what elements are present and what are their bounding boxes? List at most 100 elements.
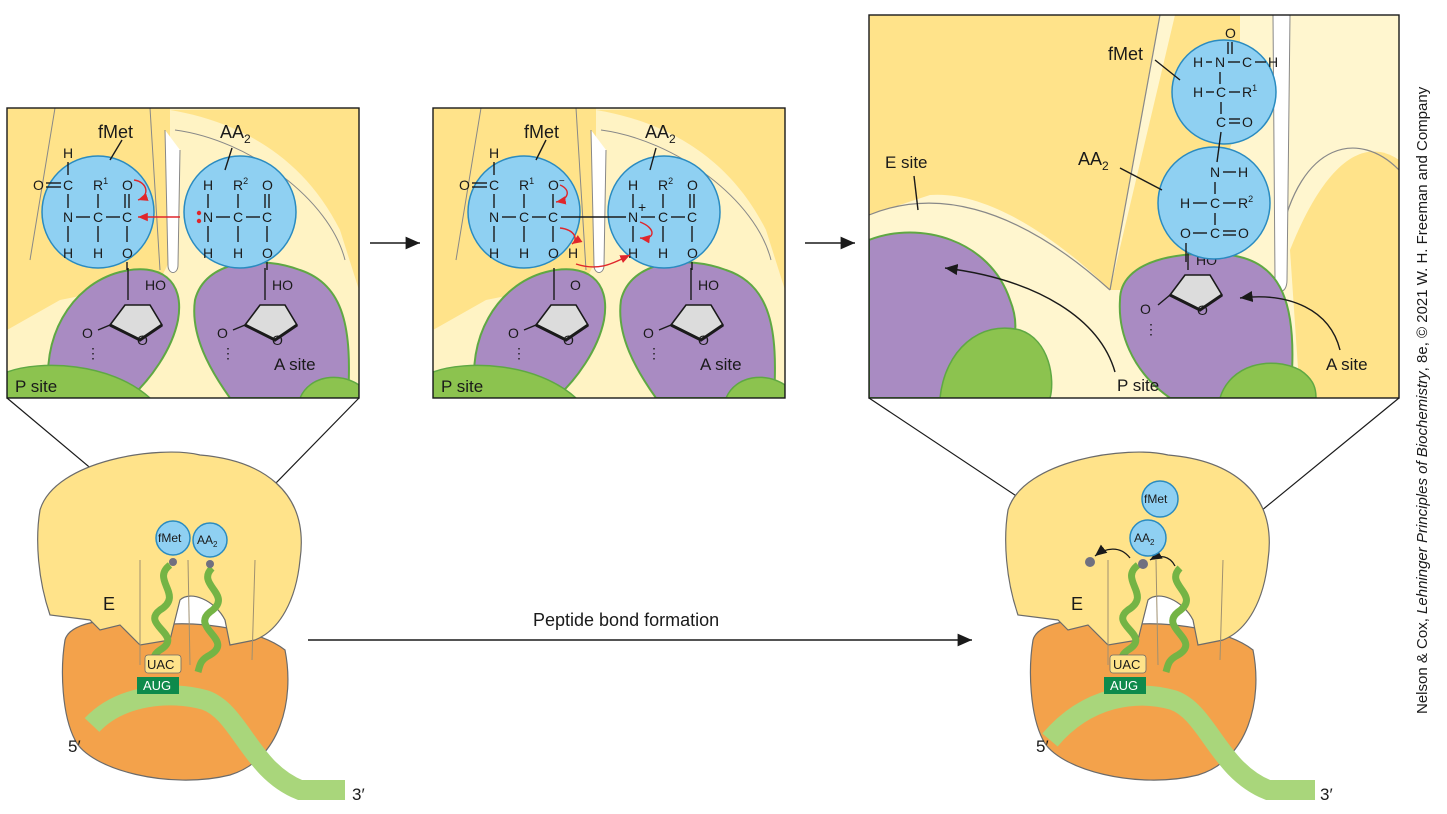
svg-text:H: H xyxy=(628,177,638,193)
svg-text:O: O xyxy=(563,332,574,348)
svg-text:C: C xyxy=(548,209,558,225)
svg-text:C: C xyxy=(1216,114,1226,130)
aa2-structure: H N C C H R2 H O O xyxy=(196,147,273,270)
svg-text:O: O xyxy=(262,177,273,193)
five-prime-label: 5′ xyxy=(1036,737,1049,756)
svg-text:⋮: ⋮ xyxy=(86,345,100,361)
svg-text:H: H xyxy=(93,245,103,261)
svg-text:N: N xyxy=(628,209,638,225)
svg-text:H: H xyxy=(1193,84,1203,100)
svg-text:C: C xyxy=(93,209,103,225)
aa2-ball xyxy=(183,155,297,269)
p-site-trna-region xyxy=(1118,252,1294,398)
fmet-ball xyxy=(467,155,581,269)
three-prime-label: 3′ xyxy=(352,785,365,804)
svg-text:H: H xyxy=(1268,54,1278,70)
aa2-ball-small xyxy=(192,522,228,558)
three-prime-label: 3′ xyxy=(1320,785,1333,804)
svg-text:O: O xyxy=(262,245,273,261)
svg-text:H: H xyxy=(519,245,529,261)
codon-label: AUG xyxy=(143,678,171,693)
svg-text:O: O xyxy=(82,325,93,341)
a-site-label: A site xyxy=(1326,355,1368,374)
svg-text:O: O xyxy=(1242,114,1253,130)
svg-text:C: C xyxy=(1216,84,1226,100)
fmet-ball-small xyxy=(1141,480,1179,518)
p-site-trna-region xyxy=(47,268,181,398)
p-site-label: P site xyxy=(15,377,57,396)
ribose-ring-icon: O HO O ⋮ xyxy=(217,268,299,361)
svg-text:O: O xyxy=(698,332,709,348)
panel-before: O HO O ⋮ O HO O ⋮ H O C xyxy=(7,108,359,398)
aa2-label: AA2 xyxy=(645,122,676,146)
p-site-label: P site xyxy=(1117,376,1159,395)
e-site-label: E site xyxy=(885,153,928,172)
svg-text:HO: HO xyxy=(145,277,166,293)
svg-text:N: N xyxy=(203,209,213,225)
svg-text:⋮: ⋮ xyxy=(647,345,661,361)
fmet-structure: H O C N C C H R1 H O O xyxy=(33,139,133,270)
svg-text:H: H xyxy=(1180,195,1190,211)
svg-text:C: C xyxy=(658,209,668,225)
svg-text:O: O xyxy=(122,177,133,193)
svg-text:O: O xyxy=(33,177,44,193)
fmet-ball xyxy=(1171,39,1277,145)
svg-text:H: H xyxy=(233,245,243,261)
peptide-bond-label: Peptide bond formation xyxy=(533,610,719,630)
e-site-letter: E xyxy=(103,594,115,614)
svg-text:+: + xyxy=(638,199,646,215)
svg-text:C: C xyxy=(233,209,243,225)
panel-intermediate-frame xyxy=(432,107,786,399)
svg-text:O: O xyxy=(1140,301,1151,317)
ribosome-right: fMet AA2 E UAC AUG 5′ 3′ xyxy=(1005,451,1333,804)
svg-text:C: C xyxy=(63,177,73,193)
svg-text:N: N xyxy=(1215,54,1225,70)
svg-text:O: O xyxy=(459,177,470,193)
a-site-label: A site xyxy=(274,355,316,374)
svg-text:⋮: ⋮ xyxy=(221,345,235,361)
aa2-ball-small xyxy=(1129,519,1167,557)
tetrahedral-intermediate: H O C N C C H R1 H O− O H H N xyxy=(459,139,698,270)
aa2-ball xyxy=(1157,146,1271,260)
svg-text:C: C xyxy=(519,209,529,225)
svg-text:H: H xyxy=(489,245,499,261)
svg-text:O: O xyxy=(272,332,283,348)
panel-before-frame xyxy=(6,107,360,399)
svg-text:N: N xyxy=(63,209,73,225)
svg-text:⋮: ⋮ xyxy=(512,345,526,361)
five-prime-label: 5′ xyxy=(68,737,81,756)
svg-text:O: O xyxy=(122,245,133,261)
codon-label: AUG xyxy=(1110,678,1138,693)
svg-text:O: O xyxy=(548,245,559,261)
ribose-ring-icon: O HO O ⋮ xyxy=(643,268,725,361)
a-to-p-arrow xyxy=(1239,290,1341,351)
svg-text:⋮: ⋮ xyxy=(1144,321,1158,337)
svg-text:C: C xyxy=(489,177,499,193)
anticodon-label: UAC xyxy=(147,657,174,672)
dipeptide-structure: O H N C H H C R1 C O N H H xyxy=(913,25,1278,262)
a-site-label: A site xyxy=(700,355,742,374)
svg-text:O: O xyxy=(1238,225,1249,241)
svg-text:C: C xyxy=(1242,54,1252,70)
ribose-ring-icon: O HO O ⋮ xyxy=(82,268,166,361)
svg-text:H: H xyxy=(203,245,213,261)
trna-a-site xyxy=(194,565,222,673)
svg-text:H: H xyxy=(628,245,638,261)
svg-text:O: O xyxy=(643,325,654,341)
svg-text:HO: HO xyxy=(272,277,293,293)
aa2-small-label: AA2 xyxy=(197,533,218,549)
fmet-label: fMet xyxy=(98,122,133,142)
e-site-letter: E xyxy=(1071,594,1083,614)
svg-text:O: O xyxy=(1225,25,1236,41)
svg-text:O: O xyxy=(687,245,698,261)
svg-text:N: N xyxy=(489,209,499,225)
fmet-ball xyxy=(41,155,155,269)
svg-text:C: C xyxy=(1210,225,1220,241)
svg-text:O: O xyxy=(1197,302,1208,318)
mrna-strand xyxy=(84,685,345,800)
svg-text:C: C xyxy=(687,209,697,225)
anticodon-label: UAC xyxy=(1113,657,1140,672)
aa2-label: AA2 xyxy=(220,122,251,146)
svg-text:H: H xyxy=(489,145,499,161)
